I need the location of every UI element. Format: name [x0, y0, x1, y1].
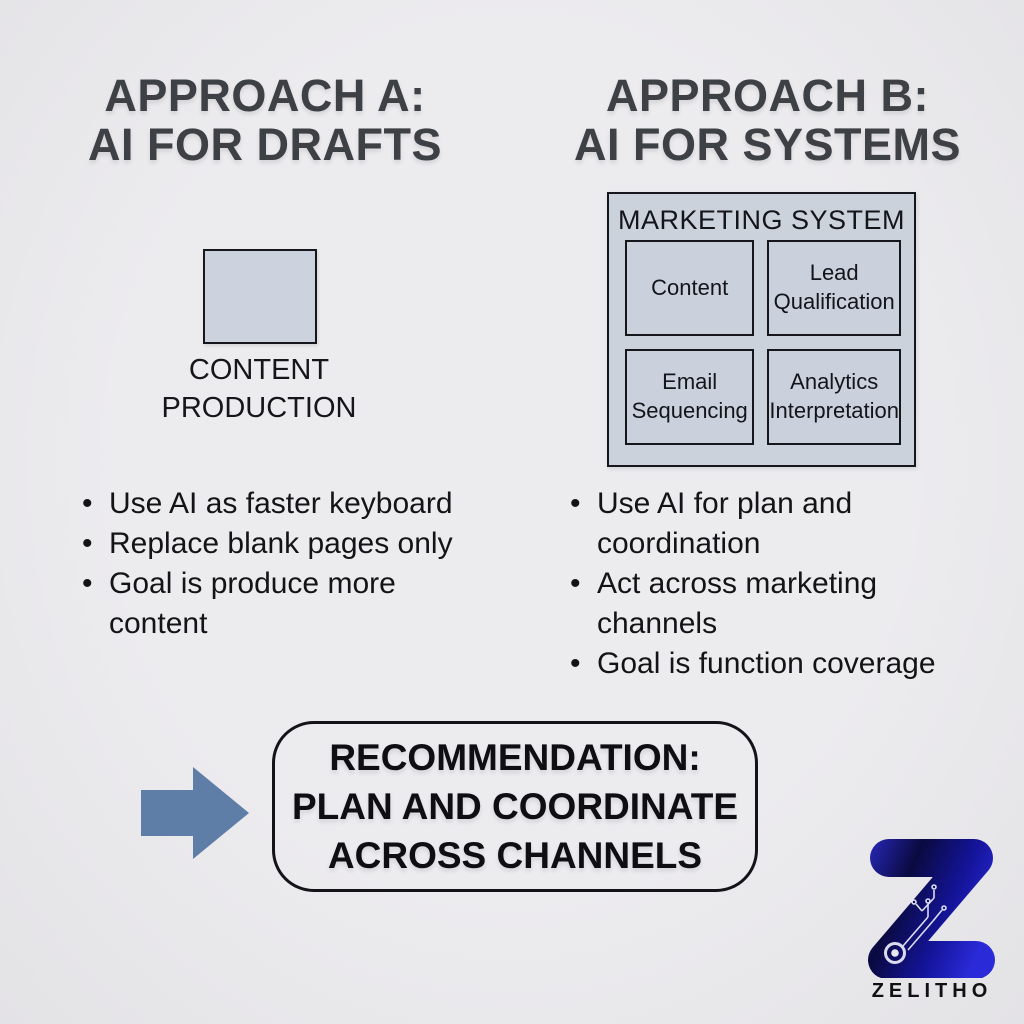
bullet-item: Use AI as faster keyboard [82, 484, 462, 524]
marketing-system-box: MARKETING SYSTEM Content Lead Qualificat… [607, 192, 916, 467]
brand-name: ZELITHO [871, 980, 993, 1002]
approach-a-title: APPROACH A: AI FOR DRAFTS [88, 70, 442, 170]
approach-b-bullet-list: Use AI for plan and coordination Act acr… [570, 484, 962, 684]
brand-block: ZELITHO [858, 836, 1006, 1003]
cell-email-sequencing: Email Sequencing [625, 349, 755, 445]
bullet-item: Goal is function coverage [570, 644, 962, 684]
recommendation-box: RECOMMENDATION: PLAN AND COORDINATE ACRO… [272, 721, 758, 892]
bullet-item: Replace blank pages only [82, 524, 462, 564]
content-production-box [203, 249, 317, 344]
cell-analytics-interpretation: Analytics Interpretation [767, 349, 901, 445]
cell-content: Content [625, 240, 755, 336]
marketing-system-title: MARKETING SYSTEM [617, 205, 906, 235]
arrow-right-icon [141, 767, 249, 859]
bullet-item: Use AI for plan and coordination [570, 484, 962, 564]
approach-b-title: APPROACH B: AI FOR SYSTEMS [573, 70, 962, 170]
approach-a-bullet-list: Use AI as faster keyboard Replace blank … [82, 484, 462, 644]
marketing-system-grid: Content Lead Qualification Email Sequenc… [625, 240, 901, 445]
zelitho-z-logo-icon [868, 839, 995, 979]
content-production-label: CONTENT PRODUCTION [161, 354, 357, 424]
bullet-item: Goal is produce more content [82, 564, 462, 644]
bullet-item: Act across marketing channels [570, 564, 962, 644]
cell-lead-qualification: Lead Qualification [767, 240, 901, 336]
